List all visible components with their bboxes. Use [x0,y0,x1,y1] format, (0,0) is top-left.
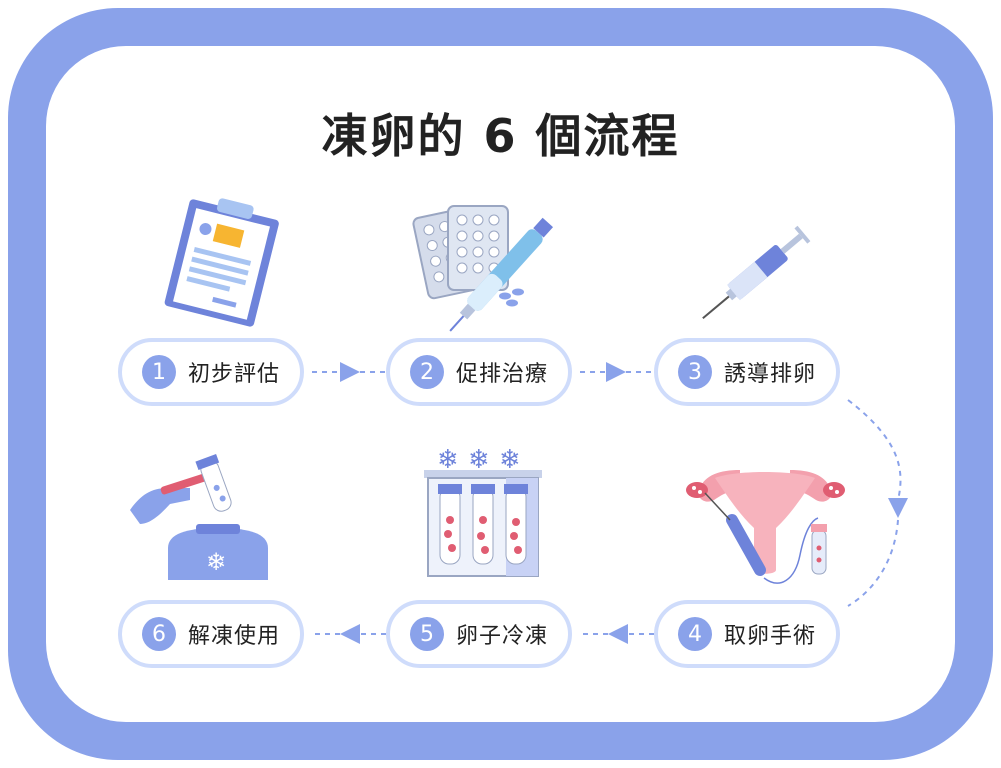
step-label-3: 誘導排卵 [724,362,817,387]
thaw-tube-hand-icon: ❄ [130,454,268,580]
uterus-egg-retrieval-icon [686,470,845,584]
step-2-pill: 2 促排治療 [386,338,572,406]
step-label-1: 初步評估 [188,362,281,387]
connector-3-4 [847,399,908,607]
step-5-pill: 5 卵子冷凍 [386,600,572,668]
connector-1-2 [312,362,386,382]
step-6-pill: 6 解凍使用 [118,600,304,668]
step-number-4: 4 [678,617,712,651]
connector-5-6 [312,624,386,644]
page-title: 凍卵的 6 個流程 [321,109,680,163]
svg-text:❄: ❄ [206,548,226,576]
connector-4-5 [580,624,654,644]
frozen-tubes-rack-icon: ❄ ❄ ❄ [424,445,542,577]
step-number-2: 2 [410,355,444,389]
svg-text:❄: ❄ [437,445,459,475]
pills-and-injection-pen-icon [412,205,554,332]
svg-text:❄: ❄ [499,445,521,475]
step-label-2: 促排治療 [456,362,549,387]
step-label-5: 卵子冷凍 [456,624,549,649]
clipboard-icon [164,198,279,327]
step-number-6: 6 [142,617,176,651]
step-number-3: 3 [678,355,712,389]
connector-2-3 [580,362,654,382]
step-4-pill: 4 取卵手術 [654,600,840,668]
svg-text:❄: ❄ [468,445,490,475]
step-number-5: 5 [410,617,444,651]
syringe-icon [702,225,811,320]
step-label-4: 取卵手術 [724,624,817,649]
step-label-6: 解凍使用 [188,624,281,649]
step-number-1: 1 [142,355,176,389]
step-1-pill: 1 初步評估 [118,338,304,406]
step-3-pill: 3 誘導排卵 [654,338,840,406]
